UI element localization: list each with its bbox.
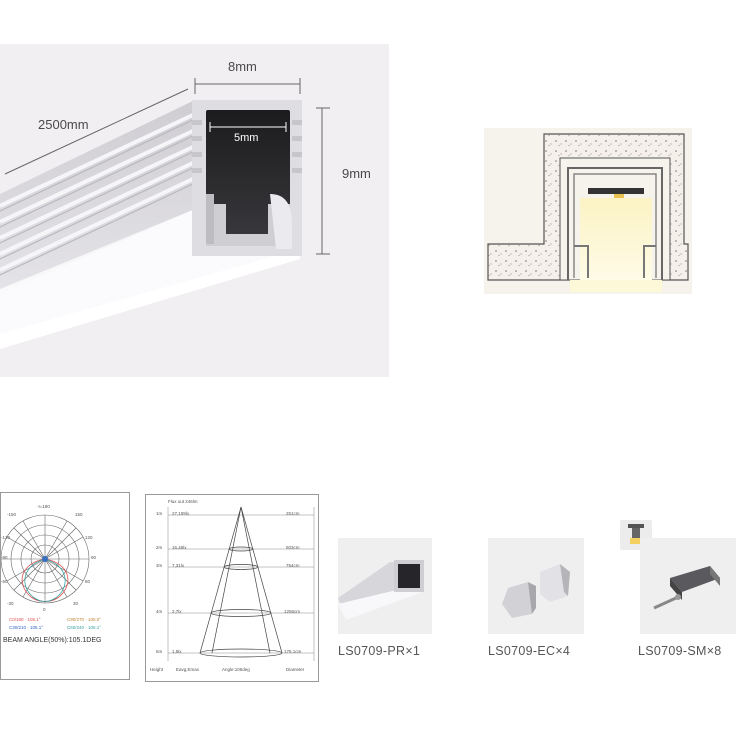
polar-label-n150: -150 — [7, 512, 17, 517]
polar-label-n30: -30 — [7, 601, 14, 606]
polar-label-0: 0 — [43, 607, 46, 612]
section-svg — [487, 133, 689, 292]
row-lux: 27,109lx — [172, 511, 190, 516]
legend-item: C0/180 · 105.1° — [9, 617, 41, 622]
part-endcap-thumb — [488, 538, 584, 634]
width-dimension-label: 8mm — [228, 59, 257, 74]
polar-distribution-chart: -I=180 -150 150 -120 120 -90 90 -60 60 -… — [0, 492, 130, 680]
row-height: 3m — [156, 563, 163, 568]
part-profile-thumb — [338, 538, 432, 634]
profile-thumb-svg — [338, 560, 424, 620]
row-lux: 7,31lx — [172, 563, 185, 568]
row-lux: 1,5lx — [172, 649, 182, 654]
polar-label-60: 60 — [85, 579, 91, 584]
profile-render-svg — [0, 100, 302, 349]
row-diameter: 1256cm — [284, 609, 301, 614]
footer-diameter: Diameter — [286, 667, 305, 672]
row-lux: 16,46lx — [172, 545, 187, 550]
beam-angle-label: BEAM ANGLE(50%):105.1DEG — [3, 637, 102, 644]
height-dimension-label: 9mm — [342, 166, 371, 181]
clip-thumb-svg — [653, 566, 720, 610]
footer-height: Height — [150, 667, 164, 672]
dimension-lines — [4, 78, 330, 255]
row-height: 4m — [156, 609, 163, 614]
row-diameter: 754cm — [286, 563, 300, 568]
mount-icon-svg — [628, 524, 644, 544]
illuminance-header: Flux out 246lm — [168, 499, 198, 504]
part-mount-clip-thumb — [640, 538, 736, 634]
polar-chart-svg — [0, 514, 90, 604]
polar-label-n120: -120 — [1, 535, 11, 540]
profile-product-image — [0, 44, 389, 377]
inner-width-label: 5mm — [234, 132, 259, 144]
polar-label-150: 150 — [75, 512, 83, 517]
installation-section-image — [484, 128, 692, 294]
row-height: 2m — [156, 545, 163, 550]
row-diameter: 503cm — [286, 545, 300, 550]
length-dimension-label: 2500mm — [38, 117, 89, 132]
illuminance-chart: Flux out 246lm 1m 27,109lx 251cm 2m 16,4… — [145, 494, 319, 682]
footer-angle: Angle:105deg — [222, 667, 250, 672]
row-lux: 2,7lx — [172, 609, 182, 614]
part-label-endcap: LS0709-EC×4 — [488, 644, 571, 658]
footer-eavg: Eavg,Emax — [176, 667, 200, 672]
part-label-profile: LS0709-PR×1 — [338, 644, 421, 658]
polar-label-n90: -90 — [1, 555, 8, 560]
legend-item: C30/210 · 105.1° — [9, 625, 44, 630]
row-height: 5m — [156, 649, 163, 654]
polar-label-90: 90 — [91, 555, 97, 560]
row-height: 1m — [156, 511, 163, 516]
row-diameter: 251cm — [286, 511, 300, 516]
legend-item: C90/270 · 105.0° — [67, 617, 102, 622]
endcap-thumb-svg — [502, 564, 570, 618]
part-label-mount-clip: LS0709-SM×8 — [638, 644, 722, 658]
legend-item: C60/240 · 105.1° — [67, 625, 102, 630]
polar-scale-top: -I=180 — [37, 504, 50, 509]
row-diameter: 176.1cm — [284, 649, 302, 654]
polar-label-30: 30 — [73, 601, 79, 606]
illuminance-svg — [167, 506, 315, 661]
polar-label-n60: -60 — [1, 579, 8, 584]
polar-label-120: 120 — [85, 535, 93, 540]
